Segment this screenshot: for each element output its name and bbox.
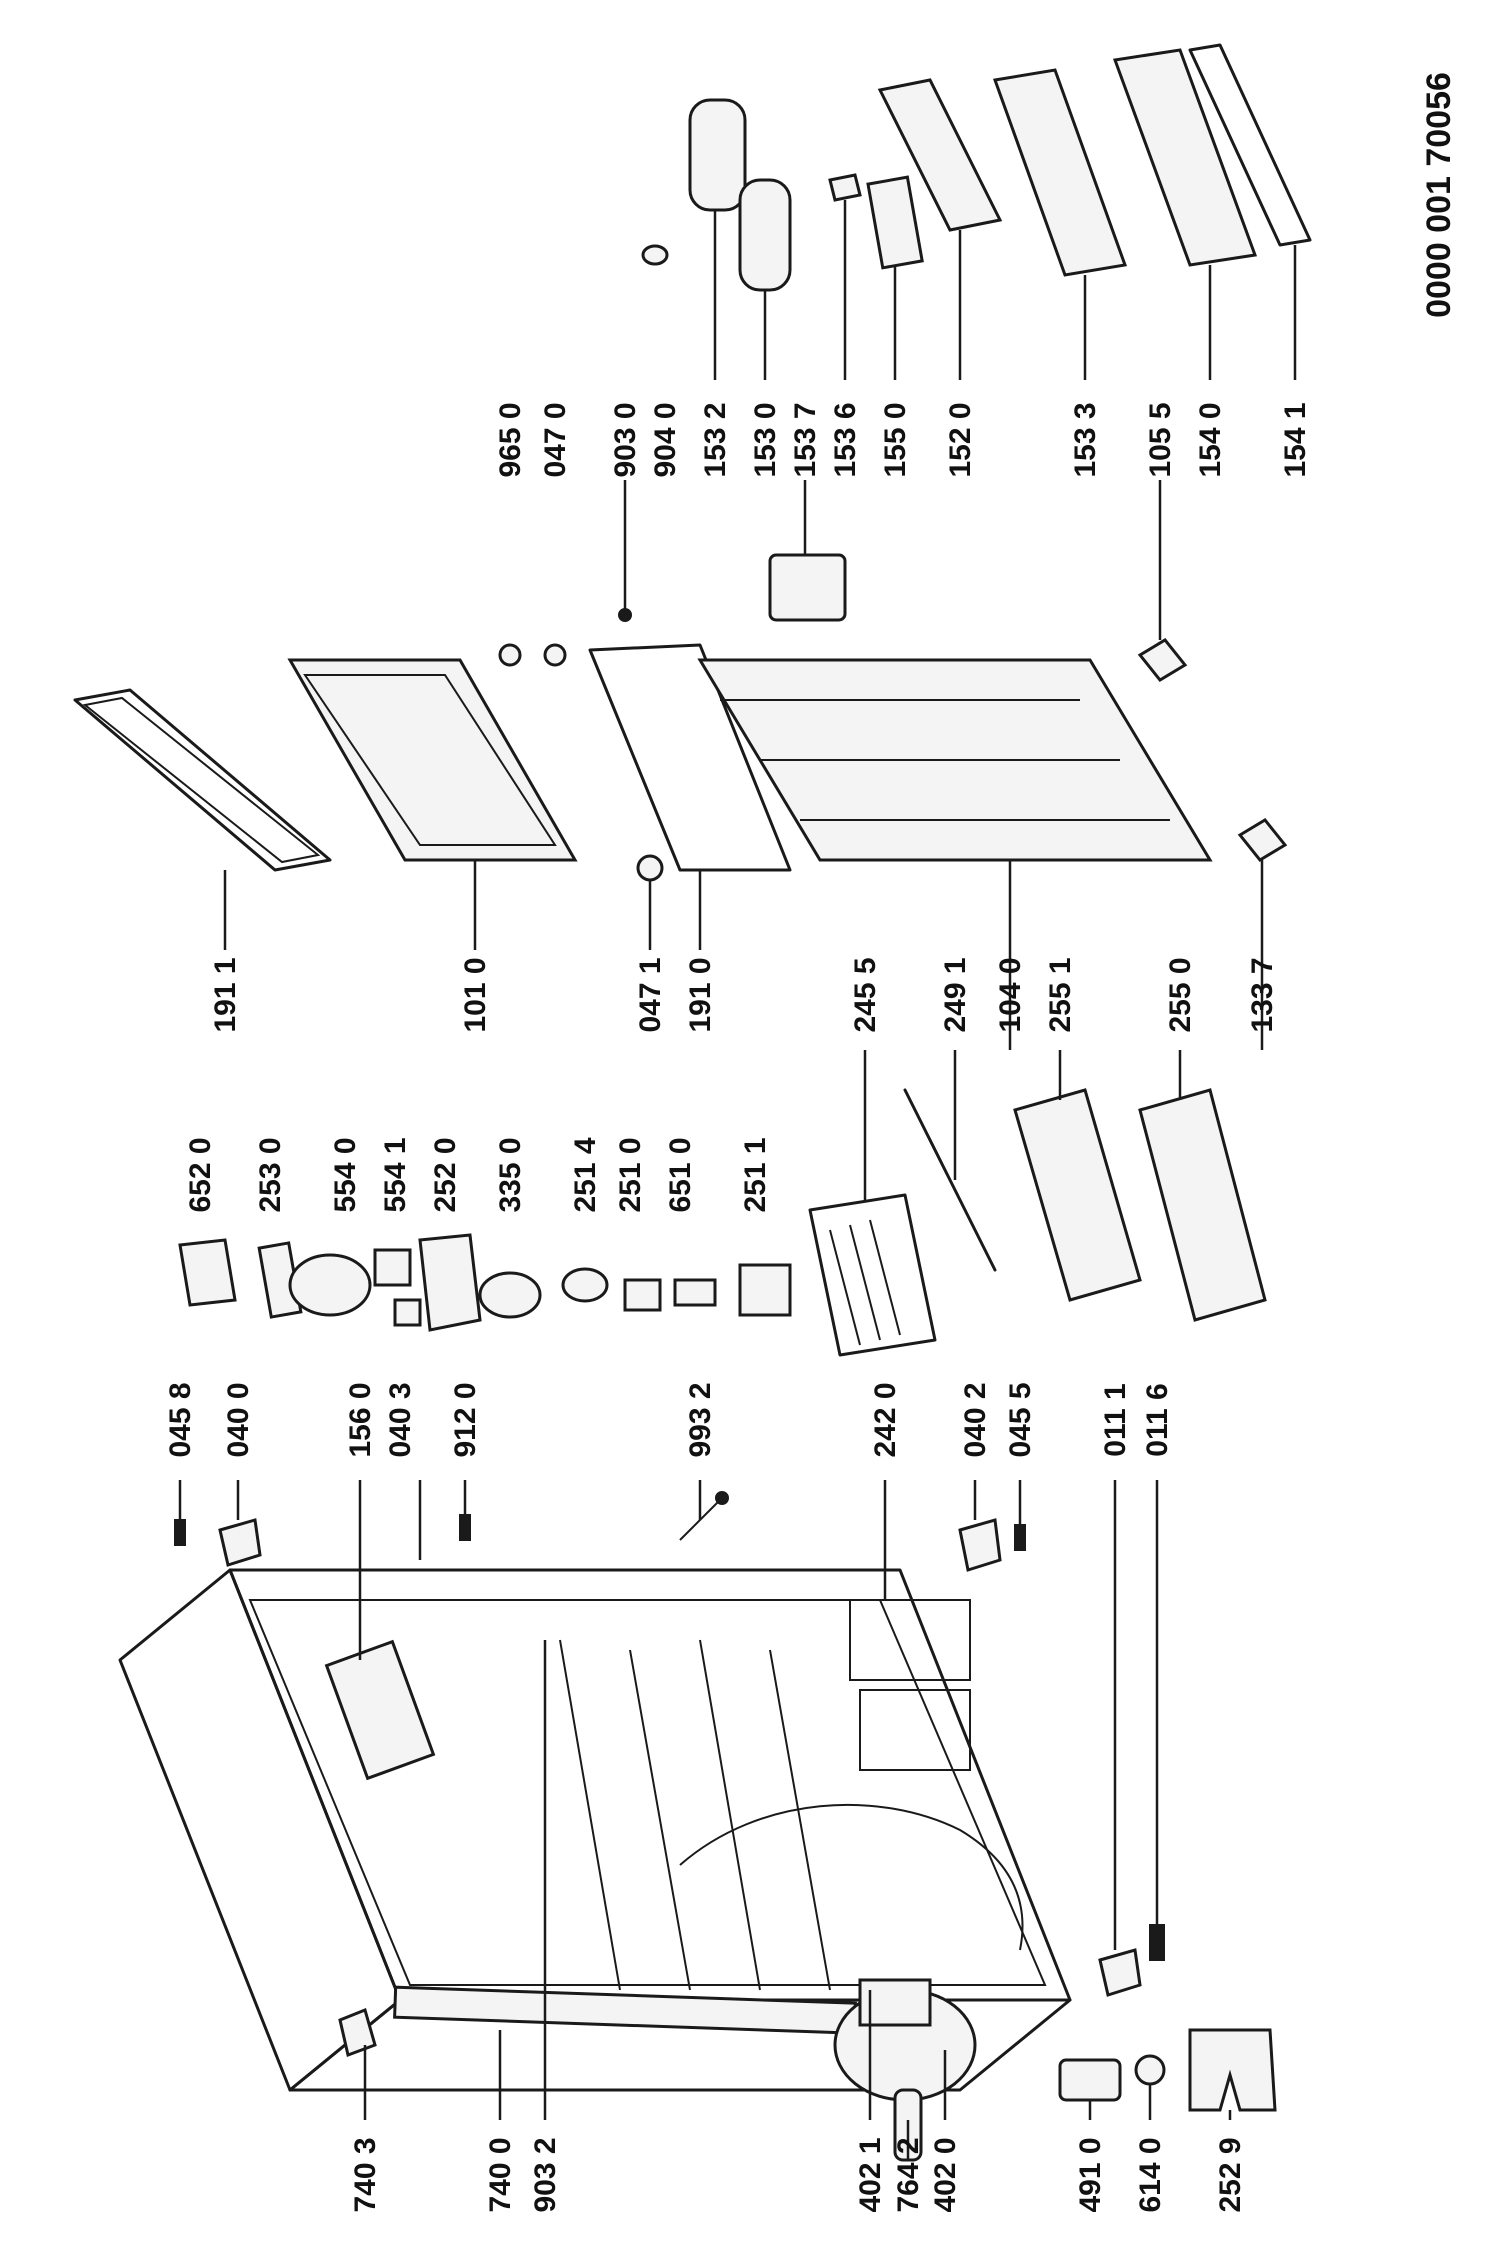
label-253-0: 253 0: [254, 1137, 287, 1212]
fridge-door-104-0: [697, 658, 1213, 862]
label-740-3: 740 3: [349, 2137, 382, 2212]
document-id: 0000 001 70056: [1420, 72, 1458, 318]
label-101-0: 101 0: [459, 957, 492, 1032]
hinge-040-2: [958, 1518, 1002, 1572]
label-191-1: 191 1: [209, 957, 242, 1032]
label-614-0: 614 0: [1134, 2137, 1167, 2212]
label-904-0: 904 0: [649, 402, 682, 477]
label-155-0: 155 0: [879, 402, 912, 477]
ice-tray-155-0: [866, 175, 924, 270]
glass-shelf-255-1: [1013, 1088, 1142, 1302]
label-764-2: 764 2: [892, 2137, 925, 2212]
label-251-1: 251 1: [739, 1137, 772, 1212]
label-252-9: 252 9: [1214, 2137, 1247, 2212]
tray-153-0: [738, 178, 792, 292]
part-045-8: [174, 1519, 186, 1546]
label-045-8: 045 8: [164, 1382, 197, 1457]
leader-lines: [178, 200, 1297, 2160]
label-491-0: 491 0: [1074, 2137, 1107, 2212]
label-903-0: 903 0: [609, 402, 642, 477]
balcony-152-0: [877, 78, 1003, 232]
label-249-1: 249 1: [939, 957, 972, 1032]
part-965-0: [498, 643, 522, 667]
glass-shelf-255-0: [1138, 1088, 1267, 1322]
label-402-0: 402 0: [929, 2137, 962, 2212]
freezer-door-101-0: [287, 658, 578, 862]
label-153-6: 153 6: [829, 402, 862, 477]
label-993-2: 993 2: [684, 1382, 717, 1457]
compressor-402-0: [833, 1978, 977, 2102]
label-554-1: 554 1: [379, 1137, 412, 1212]
label-011-6: 011 6: [1141, 1383, 1174, 1456]
part-252-9: [1188, 2028, 1277, 2112]
part-labels: 740 3 740 0 903 2 402 1 764 2 402 0 491 …: [164, 72, 1458, 2212]
label-153-0: 153 0: [749, 402, 782, 477]
label-040-2: 040 2: [959, 1382, 992, 1457]
hinge-040-0: [218, 1518, 262, 1567]
balcony-153-3: [992, 68, 1128, 277]
box-153-7: [768, 553, 847, 622]
foot-011-1: [1098, 1948, 1142, 1997]
part-993-2: [679, 1491, 729, 1541]
bottle-rail-154-1: [1188, 43, 1312, 247]
label-191-0: 191 0: [684, 957, 717, 1032]
part-047-0: [543, 643, 567, 667]
label-133-7: 133 7: [1246, 957, 1279, 1032]
thermostat-parts: [178, 1233, 792, 1332]
label-245-5: 245 5: [849, 957, 882, 1032]
clip-153-6: [828, 173, 862, 202]
part-491-0: [1058, 2058, 1122, 2102]
label-154-1: 154 1: [1279, 402, 1312, 477]
label-153-2: 153 2: [699, 402, 732, 477]
label-047-1: 047 1: [634, 957, 667, 1032]
label-912-0: 912 0: [449, 1382, 482, 1457]
label-040-3: 040 3: [384, 1382, 417, 1457]
label-402-1: 402 1: [854, 2137, 887, 2212]
hinge-105-5: [1137, 638, 1188, 682]
shelf-rail-249-1: [903, 1088, 997, 1272]
label-651-0: 651 0: [664, 1137, 697, 1212]
label-255-1: 255 1: [1044, 957, 1077, 1032]
part-904-0: [641, 244, 669, 266]
label-740-0: 740 0: [484, 2137, 517, 2212]
fridge-door-gasket-191-0: [588, 643, 792, 872]
part-614-0: [1134, 2054, 1166, 2086]
label-652-0: 652 0: [184, 1137, 217, 1212]
balcony-154-0: [1112, 48, 1258, 267]
part-047-1: [636, 854, 664, 882]
label-156-0: 156 0: [344, 1382, 377, 1457]
label-105-5: 105 5: [1144, 402, 1177, 477]
label-251-0: 251 0: [614, 1137, 647, 1212]
label-255-0: 255 0: [1164, 957, 1197, 1032]
part-740-3: [338, 2007, 377, 2058]
label-242-0: 242 0: [869, 1382, 902, 1457]
label-045-5: 045 5: [1004, 1382, 1037, 1457]
label-011-1: 011 1: [1099, 1383, 1132, 1456]
label-251-4: 251 4: [569, 1137, 602, 1212]
label-252-0: 252 0: [429, 1137, 462, 1212]
egg-tray-153-2: [688, 98, 747, 212]
label-153-7: 153 7: [789, 402, 822, 477]
foot-011-6: [1149, 1924, 1165, 1961]
label-153-3: 153 3: [1069, 402, 1102, 477]
wire-shelf-245-5: [808, 1193, 937, 1357]
hinge-133-7: [1237, 818, 1288, 862]
label-047-0: 047 0: [539, 402, 572, 477]
part-912-0: [459, 1514, 471, 1541]
label-554-0: 554 0: [329, 1137, 362, 1212]
label-965-0: 965 0: [494, 402, 527, 477]
label-903-2: 903 2: [529, 2137, 562, 2212]
freezer-door-gasket-191-1: [73, 688, 332, 872]
label-335-0: 335 0: [494, 1137, 527, 1212]
label-152-0: 152 0: [944, 402, 977, 477]
label-154-0: 154 0: [1194, 402, 1227, 477]
part-045-5: [1014, 1524, 1026, 1551]
label-040-0: 040 0: [222, 1382, 255, 1457]
label-104-0: 104 0: [994, 957, 1027, 1032]
